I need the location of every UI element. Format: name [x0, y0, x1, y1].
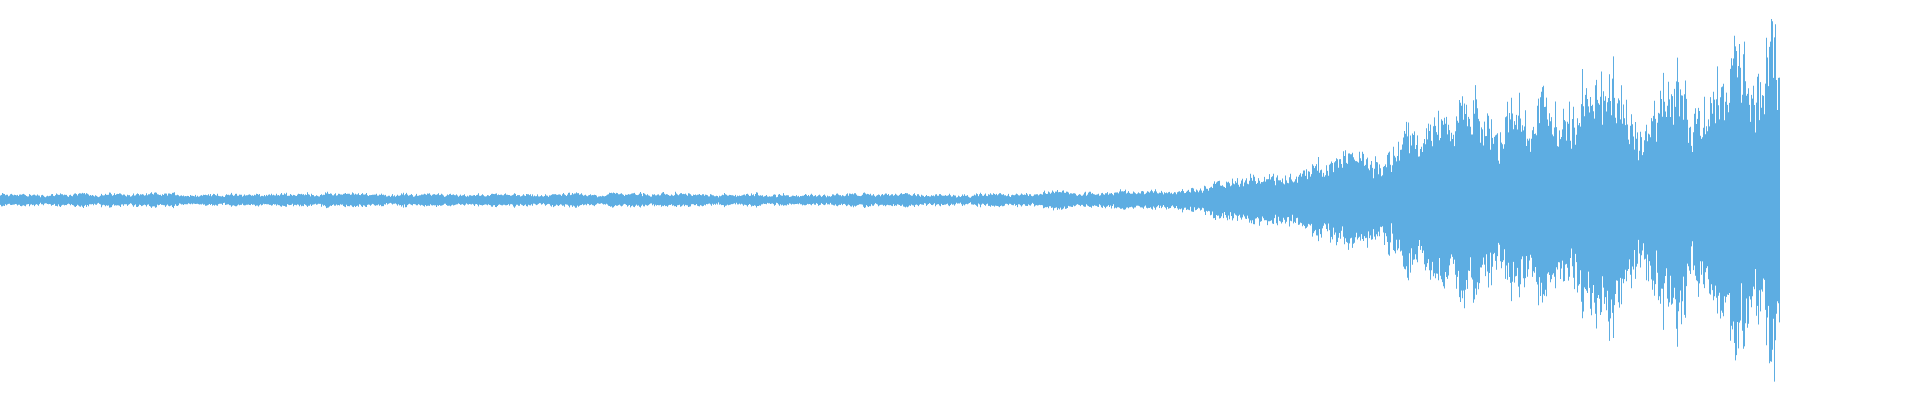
waveform-path: [0, 19, 1780, 382]
